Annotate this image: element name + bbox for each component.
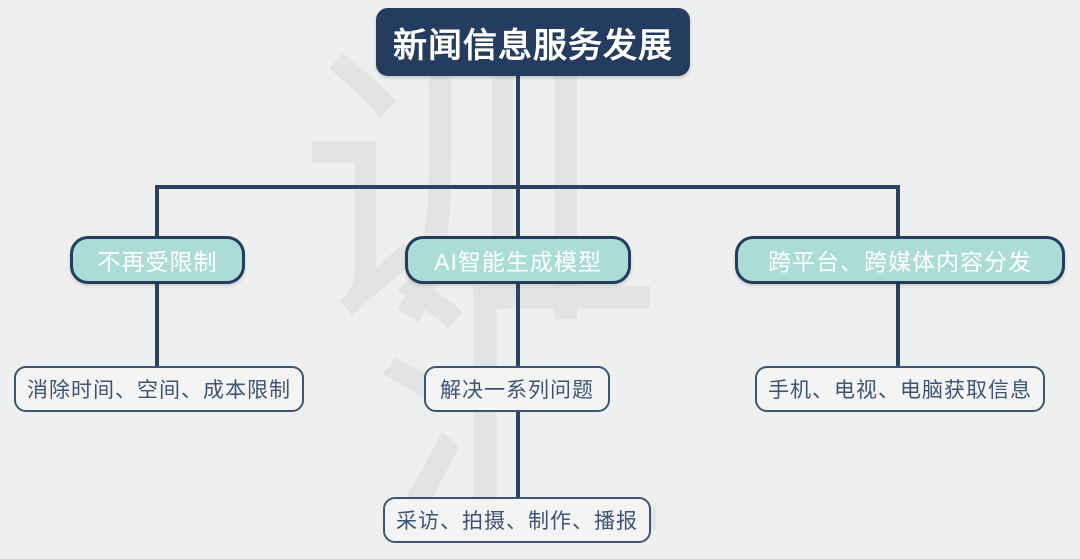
node-branch-3-label: 跨平台、跨媒体内容分发 (768, 249, 1032, 275)
node-branch-2-label: AI智能生成模型 (434, 249, 602, 275)
node-leaf-2-2[interactable]: 采访、拍摄、制作、播报 (383, 497, 651, 543)
connector-drop-branch-1 (155, 185, 159, 236)
connector-branch-1-to-leaf (155, 284, 159, 366)
node-leaf-2-2-label: 采访、拍摄、制作、播报 (396, 510, 638, 533)
node-leaf-1-1-label: 消除时间、空间、成本限制 (27, 379, 291, 402)
connector-drop-branch-2 (516, 185, 520, 236)
connector-branch-2-to-leaf (516, 284, 520, 366)
watermark-char-top: 训 (300, 21, 600, 370)
connector-leaf-2a-to-leaf-2b (516, 412, 520, 498)
connector-branch-bus (155, 185, 900, 189)
node-root[interactable]: 新闻信息服务发展 (376, 8, 690, 76)
node-root-label: 新闻信息服务发展 (393, 26, 673, 65)
connector-drop-branch-3 (896, 185, 900, 236)
node-leaf-3-1[interactable]: 手机、电视、电脑获取信息 (755, 366, 1045, 412)
node-leaf-2-1[interactable]: 解决一系列问题 (424, 366, 610, 412)
node-branch-1[interactable]: 不再受限制 (70, 236, 245, 284)
node-branch-3[interactable]: 跨平台、跨媒体内容分发 (735, 236, 1065, 284)
node-leaf-3-1-label: 手机、电视、电脑获取信息 (768, 379, 1032, 402)
node-branch-1-label: 不再受限制 (97, 249, 218, 275)
node-leaf-1-1[interactable]: 消除时间、空间、成本限制 (14, 366, 304, 412)
node-leaf-2-1-label: 解决一系列问题 (440, 379, 594, 402)
node-branch-2[interactable]: AI智能生成模型 (405, 236, 631, 284)
connector-branch-3-to-leaf (896, 284, 900, 366)
connector-root-stem (516, 76, 520, 187)
